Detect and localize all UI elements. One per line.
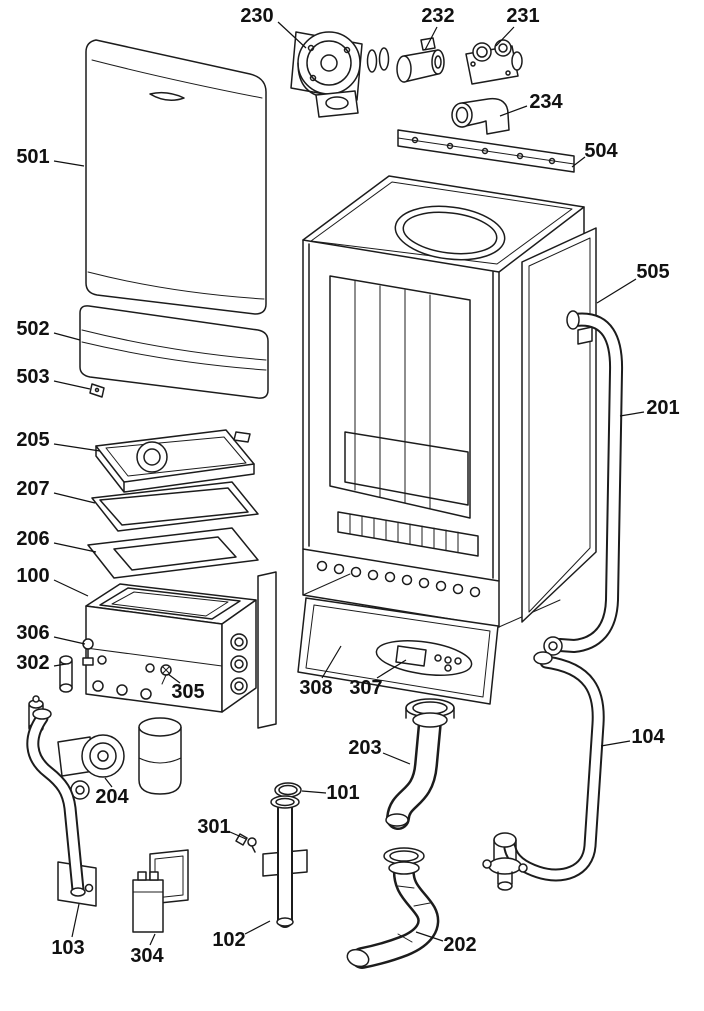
leader-line-203 xyxy=(382,752,411,765)
combustion-cover xyxy=(95,429,255,493)
lower-front-panel xyxy=(79,305,269,399)
leader-line-504 xyxy=(571,156,586,168)
pump-assembly xyxy=(57,734,125,800)
leader-line-501 xyxy=(53,160,85,167)
flexible-pipe xyxy=(503,651,605,882)
part-label-103: 103 xyxy=(51,937,84,959)
bottom-elbow-fitting xyxy=(482,832,528,891)
leader-line-232 xyxy=(424,26,438,51)
upper-condensate-pipe xyxy=(385,698,455,830)
part-label-308: 308 xyxy=(299,677,332,699)
leader-line-202 xyxy=(415,931,444,942)
part-label-104: 104 xyxy=(631,726,665,748)
leader-line-103 xyxy=(71,903,80,938)
part-label-232: 232 xyxy=(421,5,454,27)
leader-line-234 xyxy=(499,105,528,117)
condensate-trap xyxy=(138,717,182,795)
leader-line-104 xyxy=(600,740,631,747)
part-label-204: 204 xyxy=(95,786,129,808)
leader-line-230 xyxy=(277,21,307,49)
part-label-101: 101 xyxy=(326,782,359,804)
part-label-234: 234 xyxy=(529,91,563,113)
leader-line-101 xyxy=(301,790,327,794)
leader-line-201 xyxy=(619,411,645,417)
leader-line-502 xyxy=(53,332,81,341)
part-label-100: 100 xyxy=(16,565,49,587)
leader-line-207 xyxy=(53,492,96,504)
part-label-201: 201 xyxy=(646,397,679,419)
leader-line-505 xyxy=(596,278,637,304)
main-frame xyxy=(302,175,585,628)
part-label-206: 206 xyxy=(16,528,49,550)
part-label-501: 501 xyxy=(16,146,49,168)
side-panel xyxy=(521,227,597,623)
leader-line-100 xyxy=(53,579,89,597)
part-label-102: 102 xyxy=(212,929,245,951)
sensor-clip xyxy=(235,833,257,853)
left-pipe xyxy=(26,708,97,907)
panel-clip xyxy=(89,383,105,398)
part-label-301: 301 xyxy=(197,816,230,838)
front-casing-panel xyxy=(85,39,267,315)
leader-line-302 xyxy=(53,663,67,667)
leader-line-102 xyxy=(244,920,271,935)
leader-line-205 xyxy=(53,443,101,452)
right-pipe xyxy=(543,310,624,656)
small-fittings xyxy=(28,638,172,733)
part-label-230: 230 xyxy=(240,5,273,27)
lower-condensate-pipe xyxy=(346,847,440,969)
leader-line-307 xyxy=(376,659,407,679)
standpipe xyxy=(262,795,308,928)
o-ring xyxy=(274,782,302,798)
leader-line-231 xyxy=(495,26,515,47)
part-label-202: 202 xyxy=(443,934,476,956)
leader-line-204 xyxy=(104,777,113,788)
part-label-502: 502 xyxy=(16,318,49,340)
part-label-307: 307 xyxy=(349,677,382,699)
cover-gasket xyxy=(91,481,259,532)
leader-line-305 xyxy=(167,673,181,684)
control-box xyxy=(132,849,189,933)
part-label-302: 302 xyxy=(16,652,49,674)
venturi xyxy=(396,37,445,83)
leader-line-304 xyxy=(149,933,156,946)
flue-elbow xyxy=(451,97,510,135)
part-label-231: 231 xyxy=(506,5,539,27)
part-label-306: 306 xyxy=(16,622,49,644)
leader-line-301 xyxy=(229,831,247,840)
fan-assembly xyxy=(290,31,363,118)
label-layer: 230 232 231 234 504 501 505 201 502 503 205 207 206 1… xyxy=(16,5,679,967)
top-bracket xyxy=(397,129,575,173)
coupling-rings xyxy=(366,47,390,73)
part-label-205: 205 xyxy=(16,429,49,451)
heat-exchanger xyxy=(85,571,277,729)
part-label-504: 504 xyxy=(584,140,618,162)
leader-line-308 xyxy=(321,645,342,679)
part-label-305: 305 xyxy=(171,681,204,703)
leader-line-306 xyxy=(53,636,86,645)
sight-glass-frame xyxy=(87,527,259,579)
part-label-505: 505 xyxy=(636,261,669,283)
part-label-503: 503 xyxy=(16,366,49,388)
part-label-207: 207 xyxy=(16,478,49,500)
part-label-203: 203 xyxy=(348,737,381,759)
control-panel xyxy=(297,597,499,705)
leader-line-206 xyxy=(53,542,97,553)
gas-valve xyxy=(465,39,523,85)
part-label-304: 304 xyxy=(130,945,164,967)
leader-line-503 xyxy=(53,380,91,390)
